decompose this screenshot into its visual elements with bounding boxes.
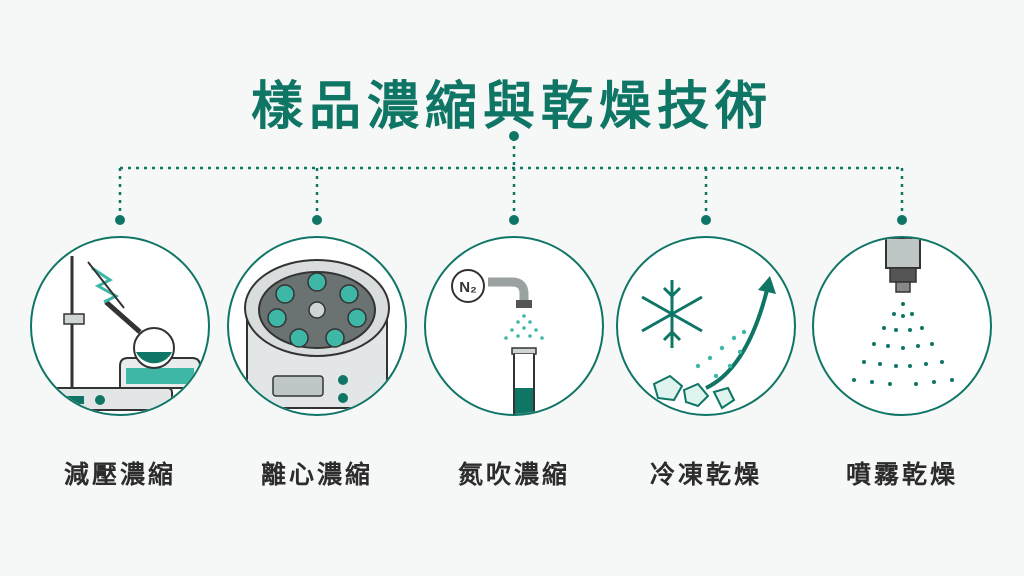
method-nitrogen-blowdown: N₂ 氮吹濃縮 xyxy=(424,236,604,489)
page-title: 樣品濃縮與乾燥技術 xyxy=(250,76,773,137)
snowflake-icon xyxy=(641,280,703,348)
method-label: 離心濃縮 xyxy=(260,460,373,489)
method-circle xyxy=(812,236,992,416)
method-spray-drying: 噴霧乾燥 xyxy=(812,236,992,489)
nitrogen-blowdown-icon: N₂ xyxy=(451,269,544,414)
method-label: 噴霧乾燥 xyxy=(845,460,958,489)
rotary-evaporator-icon xyxy=(51,256,201,411)
method-label: 氮吹濃縮 xyxy=(457,460,570,489)
method-centrifugal-concentration: 離心濃縮 xyxy=(227,236,407,489)
method-label: 冷凍乾燥 xyxy=(649,460,762,489)
method-circle xyxy=(30,236,210,416)
method-rotary-evaporation: 減壓濃縮 xyxy=(30,236,210,489)
method-freeze-drying: 冷凍乾燥 xyxy=(616,236,796,489)
n2-label: N₂ xyxy=(459,279,477,296)
freeze-drying-icon xyxy=(641,276,776,410)
method-circle: N₂ xyxy=(424,236,604,416)
centrifuge-icon xyxy=(244,259,390,409)
spray-nozzle-icon xyxy=(852,238,954,386)
method-label: 減壓濃縮 xyxy=(63,460,176,489)
method-circle xyxy=(616,236,796,416)
method-circle xyxy=(227,236,407,416)
